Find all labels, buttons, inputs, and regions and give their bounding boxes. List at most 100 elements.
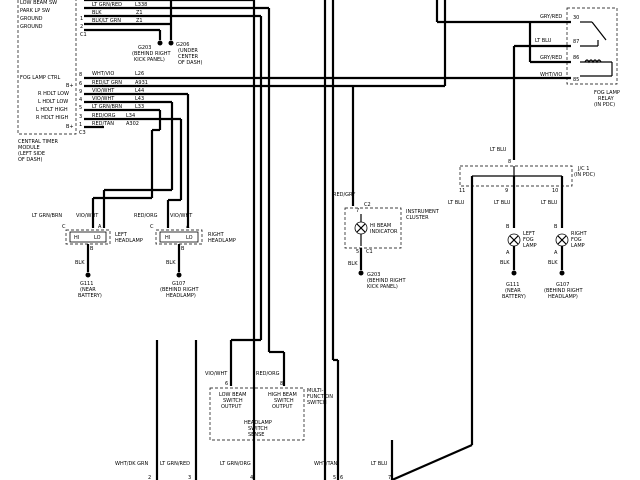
wire-color-label: LT BLU — [490, 147, 507, 153]
connector-pin: 3 — [188, 475, 191, 480]
timer-pin-label: GROUND — [20, 24, 43, 30]
timer-pin-label: FOG LAMP CTRL — [20, 75, 61, 81]
switch-pin: 8 — [280, 381, 283, 387]
ground-label: KICK PANEL) — [134, 57, 165, 63]
timer-module-title: CENTRAL TIMER — [18, 139, 59, 145]
ground-label: KICK PANEL) — [367, 284, 398, 290]
wire-color-label: LT BLU — [535, 38, 552, 44]
wire-color-label: VIO/WHT — [92, 88, 115, 94]
ground-label: (NEAR — [505, 288, 521, 294]
jc1-pin: 8 — [508, 159, 511, 165]
ground-label: G203 — [138, 45, 151, 51]
timer-module-title: OF DASH) — [18, 157, 43, 163]
wire-color-label: LT BLU — [448, 200, 465, 206]
relay-pin: 30 — [573, 15, 579, 21]
wire-circuit-label: L338 — [135, 2, 147, 8]
timer-module-title: MODULE — [18, 145, 40, 151]
central-timer-module: LOW BEAM SW PARK LP SW GROUND GROUND 1 2… — [17, 0, 87, 163]
headlamp-lo: LO — [94, 235, 101, 241]
headlamp-pin: A — [186, 224, 190, 230]
headlamp-pin: A — [98, 224, 102, 230]
timer-pin-number: 8 — [79, 72, 82, 78]
wire-color-label: RED/TAN — [92, 121, 114, 127]
connector-pin: 5 — [333, 475, 336, 480]
wire-color-label: LT GRN/RED — [160, 461, 190, 467]
multi-function-switch: VIO/WHT RED/ORG 6 8 LOW BEAM SWITCH OUTP… — [205, 338, 333, 441]
wire-color-label: BLK — [75, 260, 85, 266]
timer-pin-label: B+ — [66, 83, 74, 89]
fog-pin: A — [554, 250, 558, 256]
wire-color-label: BLK/LT GRN — [92, 18, 121, 24]
timer-module-title: (LEFT SIDE — [18, 151, 45, 157]
headlamp-title: RIGHT — [208, 232, 225, 238]
ground-label: (UNDER — [178, 48, 198, 54]
ground-label: BATTERY) — [78, 293, 102, 299]
ground-g203-top: G203 (BEHIND RIGHT KICK PANEL) — [132, 45, 172, 63]
wire-circuit-label: Z1 — [136, 10, 143, 16]
timer-pin-label: R HDLT HIGH — [36, 115, 69, 121]
switch-title: FUNCTION — [307, 394, 333, 400]
wire-color-label: VIO/WHT — [170, 213, 193, 219]
bottom-connector-wires: WHT/DK GRN LT GRN/RED LT GRN/ORG WHT/TAN… — [115, 340, 473, 480]
wire-color-label: GRY/RED — [540, 14, 562, 20]
wire-color-label: BLK — [92, 10, 102, 16]
right-headlamp: RED/ORG VIO/WHT C A HI LO RIGHT HEADLAMP… — [134, 213, 236, 299]
ground-label: (NEAR — [80, 287, 96, 293]
ground-label: HEADLAMP) — [548, 294, 578, 300]
jc1-title: (IN PDC) — [574, 172, 595, 178]
timer-connector-c3: C3 — [79, 130, 86, 136]
wire-color-label: GRY/RED — [540, 55, 562, 61]
switch-output-label: OUTPUT — [221, 404, 242, 410]
cluster-pin: 5 — [356, 249, 359, 255]
timer-pin-number: 5 — [79, 105, 82, 111]
wire-circuit-label: L33 — [135, 104, 144, 110]
wire-circuit-label: L43 — [135, 96, 144, 102]
timer-pin-label: LOW BEAM SW — [20, 0, 57, 6]
timer-connector-c1: C1 — [80, 32, 87, 38]
switch-pin: 6 — [225, 381, 228, 387]
wire-color-label: VIO/WHT — [76, 213, 99, 219]
connector-pin: 7 — [388, 475, 391, 480]
cluster-title: CLUSTER — [406, 215, 429, 221]
wire-color-label: RED/ORG — [134, 213, 158, 219]
fog-title: RIGHT — [571, 231, 588, 237]
wire-color-label: LT BLU — [371, 461, 388, 467]
wire-color-label: BLK — [166, 260, 176, 266]
relay-pin: 87 — [573, 39, 579, 45]
timer-pin-label: L HDLT LOW — [38, 99, 68, 105]
ground-label: (BEHIND RIGHT — [132, 51, 172, 57]
wire-color-label: BLK — [348, 261, 358, 267]
timer-pin-label: L HDLT HIGH — [36, 107, 68, 113]
fog-lamp-relay: 30 87 86 85 GRY/RED LT BLU GRY/RED WHT/V… — [437, 7, 620, 108]
right-fog-lamp: B RIGHT FOG LAMP A BLK G107 (BEHIND RIGH… — [544, 224, 588, 300]
wire-color-label: WHT/TAN — [314, 461, 338, 467]
headlamp-lo: LO — [186, 235, 193, 241]
ground-g206-top: G206 (UNDER CENTER OF DASH) — [176, 42, 203, 66]
wire-color-label: WHT/DK GRN — [115, 461, 149, 467]
wire-color-label: LT BLU — [541, 200, 558, 206]
timer-pin-number: 9 — [79, 89, 82, 95]
wire-color-label: LT GRN/BRN — [92, 104, 122, 110]
wire-color-label: RED/LT GRN — [92, 80, 122, 86]
ground-label: G203 — [367, 272, 380, 278]
ground-label: BATTERY) — [502, 294, 526, 300]
wire-circuit-label: L44 — [135, 88, 144, 94]
timer-pin-number: 1 — [79, 122, 82, 128]
timer-pin-number: 4 — [79, 97, 82, 103]
cluster-title: INSTRUMENT — [406, 209, 440, 215]
left-headlamp: LT GRN/BRN VIO/WHT C A HI LO LEFT HEADLA… — [32, 213, 143, 299]
headlamp-hi: HI — [165, 235, 170, 241]
wire-color-label: RED/GRY — [333, 192, 356, 198]
headlamp-pin: C — [62, 224, 66, 230]
wire-color-label: BLK — [548, 260, 558, 266]
fog-title: LEFT — [523, 231, 536, 237]
wire-color-label: RED/ORG — [92, 113, 116, 119]
switch-output-label: OUTPUT — [272, 404, 293, 410]
switch-sense-label: SWITCH — [248, 426, 268, 432]
ground-label: (BEHIND RIGHT — [367, 278, 407, 284]
wire-color-label: LT GRN/BRN — [32, 213, 62, 219]
wire-circuit-label: A302 — [126, 121, 139, 127]
relay-pin: 86 — [573, 55, 579, 61]
connector-pin: 2 — [148, 475, 151, 480]
